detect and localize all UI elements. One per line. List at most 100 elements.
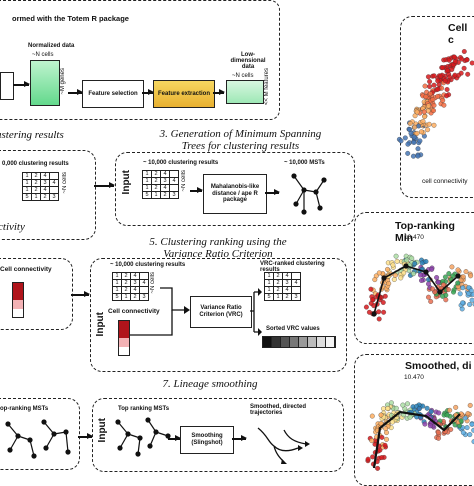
cell-point — [385, 405, 391, 411]
cell-point — [405, 141, 411, 147]
vrc-bar-segment — [308, 337, 317, 347]
cell-point — [412, 113, 418, 119]
cell-point — [449, 264, 455, 270]
top-ranking-mst-icons — [115, 417, 171, 457]
step1-grid-cell — [49, 186, 59, 194]
cell-point — [372, 277, 378, 283]
raw-data-box — [0, 72, 14, 100]
step5-grid-cell — [139, 272, 149, 280]
cell-point — [460, 285, 466, 291]
step3-grid-cell: 5 — [142, 191, 152, 199]
connectivity-bar-left — [12, 282, 24, 318]
step5-title-line2: Variance Ratio Criterion — [163, 248, 273, 260]
cell-point — [391, 277, 397, 282]
low-dim-matrix — [226, 80, 264, 104]
step3-header: ~ 10,000 clustering results — [143, 160, 219, 166]
cell-point — [449, 67, 455, 72]
vrc-ranked-grid-cell — [291, 272, 301, 280]
vrc-bar-segment — [290, 337, 299, 347]
step5-header: ~ 10,000 clustering results — [110, 262, 186, 268]
step1-grid-cell: 4 — [40, 172, 50, 180]
step3-grid-cell: 1 — [142, 177, 152, 185]
cell-point — [412, 124, 418, 130]
cell-point — [421, 109, 427, 115]
step5-grid-cell — [139, 286, 149, 294]
step5-left-cell-connectivity: Cell connectivity — [0, 266, 52, 273]
step5-grid-cell: 1 — [112, 286, 122, 294]
cell-point — [436, 410, 442, 416]
cell-point — [467, 302, 473, 307]
right-panel-1 — [400, 16, 474, 198]
cell-point — [390, 419, 395, 425]
cell-point — [453, 404, 459, 410]
smoothing-box: Smoothing (Slingshot) — [180, 426, 234, 454]
vrc-ranked-grid-cell: 4 — [282, 272, 292, 280]
cell-point — [444, 87, 450, 92]
step5-grid-cell: 2 — [121, 286, 131, 294]
cell-point — [431, 102, 437, 108]
low-dim-label: Low-dimensional data — [230, 52, 266, 70]
step5-cell-connectivity: Cell connectivity — [108, 308, 160, 315]
cell-point — [420, 118, 426, 124]
vrc-ranked-grid-cell: 2 — [273, 272, 283, 280]
cell-point — [436, 435, 441, 441]
cell-point — [426, 121, 432, 127]
vrc-ranked-grid-cell: 2 — [273, 279, 283, 287]
step3-grid-cell — [169, 184, 179, 192]
connectivity-bar — [118, 320, 130, 356]
cell-point — [465, 411, 471, 417]
cell-point — [427, 84, 432, 89]
step3-grid-cell: 1 — [142, 170, 152, 178]
step5-grid-cell: 4 — [139, 279, 149, 287]
step3-grid-cell: 2 — [160, 191, 170, 199]
vrc-ranked-grid-cell: 1 — [264, 286, 274, 294]
step3-grid-cell: 4 — [160, 170, 170, 178]
step5-grid-cell: 2 — [121, 279, 131, 287]
vrc-fork-arrows — [250, 288, 262, 336]
cell-point — [363, 304, 369, 310]
n-cells-label: ~N cells — [32, 52, 54, 58]
cell-point — [405, 150, 411, 156]
cell-point — [458, 277, 464, 283]
arrow-input-to-mahalanobis — [190, 187, 203, 193]
cell-point — [457, 291, 463, 297]
vrc-ranked-grid-cell: 2 — [273, 286, 283, 294]
cell-point — [463, 269, 469, 275]
step1-grid-cell: 1 — [22, 172, 32, 180]
cell-point — [381, 309, 387, 315]
step3-grid-cell: 1 — [142, 184, 152, 192]
cell-point — [465, 71, 471, 77]
step5-grid-cell: 1 — [112, 272, 122, 280]
cell-point — [462, 415, 468, 421]
cell-point — [435, 78, 441, 84]
cell-point — [414, 109, 420, 115]
cell-point — [440, 65, 446, 71]
cell-point — [435, 430, 441, 436]
top-pipeline-panel — [0, 0, 280, 120]
step1-grid-cell: 5 — [22, 193, 32, 201]
step7-panel — [92, 398, 344, 472]
sorted-vrc-bar — [262, 336, 336, 348]
arrow-selection-to-extraction — [142, 89, 154, 95]
cell-point — [398, 138, 404, 144]
cell-point — [455, 267, 461, 273]
vrc-ranked-grid-cell: 3 — [291, 293, 301, 301]
cell-point — [419, 129, 424, 135]
cell-point — [444, 412, 450, 418]
cell-point — [455, 280, 461, 286]
step5-merge-arrows — [130, 287, 190, 336]
step3-title-line2: Trees for clustering results — [181, 140, 300, 152]
step1-title: ustering results — [0, 129, 64, 141]
cell-point — [422, 114, 428, 120]
cell-point — [393, 405, 399, 411]
cell-point — [407, 121, 413, 126]
cell-point — [440, 293, 445, 299]
cell-point — [426, 103, 431, 109]
cell-point — [409, 255, 415, 261]
step3-msts-label: ~ 10,000 MSTs — [284, 160, 325, 166]
cell-point — [386, 281, 392, 286]
cell-point — [419, 278, 424, 283]
cell-point — [411, 140, 417, 145]
cell-point — [376, 270, 382, 276]
